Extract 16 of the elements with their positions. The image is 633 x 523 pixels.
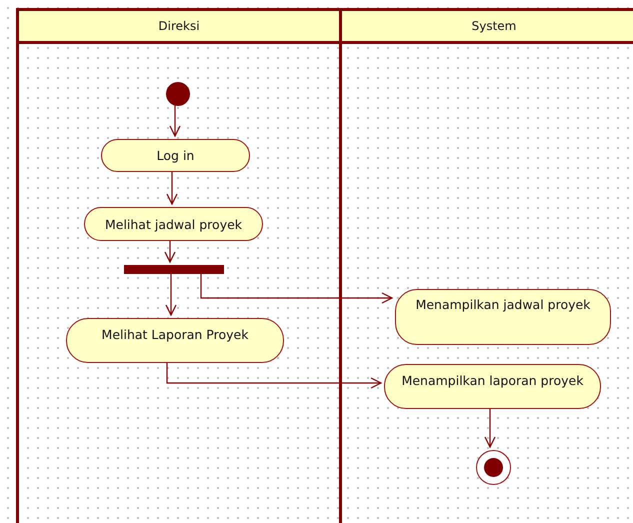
control-flow-arrow: [164, 238, 176, 263]
action-node: Menampilkan laporan proyek: [384, 364, 601, 409]
control-flow-arrow: [484, 406, 496, 448]
control-flow-arrow: [166, 360, 382, 389]
control-flow-arrow: [169, 103, 181, 137]
lane-header: System: [342, 11, 633, 44]
control-flow-arrow: [166, 169, 178, 205]
fork-bar: [124, 265, 224, 274]
action-node: Menampilkan jadwal proyek: [395, 289, 611, 345]
action-node: Melihat Laporan Proyek: [66, 318, 284, 363]
initial-node: [166, 82, 190, 106]
action-node: Log in: [101, 139, 250, 172]
swimlane: [16, 8, 342, 523]
final-node: [476, 450, 511, 485]
action-node: Melihat jadwal proyek: [84, 207, 263, 241]
lane-header: Direksi: [19, 11, 339, 44]
